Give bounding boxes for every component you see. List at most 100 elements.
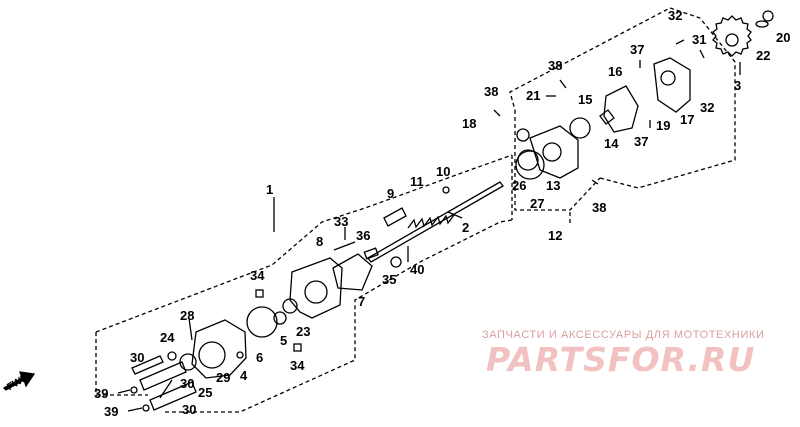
spring-11 xyxy=(407,214,455,229)
callout-7: 7 xyxy=(358,294,365,309)
callout-39a: 39 xyxy=(94,386,108,401)
plate-30b xyxy=(149,381,197,411)
o-ring-25 xyxy=(179,353,197,371)
housing-17-bore xyxy=(660,70,676,86)
callout-21: 21 xyxy=(526,88,540,103)
plate-30c xyxy=(131,355,164,375)
callout-5: 5 xyxy=(280,333,287,348)
callout-34b: 34 xyxy=(290,358,305,373)
callout-24: 24 xyxy=(160,330,175,345)
o-ring-26 xyxy=(517,149,539,171)
callout-13: 13 xyxy=(546,178,560,193)
callout-37a: 37 xyxy=(630,42,644,57)
watermark-logo: PARTSFOR.RU xyxy=(486,340,756,379)
callout-38a: 38 xyxy=(548,58,562,73)
callout-30a: 30 xyxy=(130,350,144,365)
callout-35: 35 xyxy=(382,272,396,287)
callout-29: 29 xyxy=(216,370,230,385)
fwd-label: FWD xyxy=(5,372,30,393)
callout-18: 18 xyxy=(462,116,476,131)
callout-22: 22 xyxy=(756,48,770,63)
callout-14: 14 xyxy=(604,136,619,151)
rod-33 xyxy=(333,241,356,251)
callouts: 1 2 3 4 5 6 7 8 9 10 11 12 13 14 15 16 1… xyxy=(5,8,790,419)
callout-9: 9 xyxy=(387,186,394,201)
callout-11: 11 xyxy=(410,174,424,189)
callout-17: 17 xyxy=(680,112,694,127)
pin-31 xyxy=(699,49,705,59)
callout-34a: 34 xyxy=(250,268,265,283)
callout-30c: 30 xyxy=(182,402,196,417)
seal-18 xyxy=(516,128,530,142)
callout-8: 8 xyxy=(316,234,323,249)
callout-27: 27 xyxy=(530,196,544,211)
o-ring-27 xyxy=(515,150,545,180)
leader-28 xyxy=(188,317,193,341)
pin-38a xyxy=(493,109,501,117)
pin-38b xyxy=(559,79,567,89)
piston-9 xyxy=(383,207,407,227)
screw-39b xyxy=(142,404,150,412)
dowel-24 xyxy=(167,351,177,361)
group-12-outline xyxy=(509,7,736,211)
callout-32a: 32 xyxy=(668,8,682,23)
callout-12: 12 xyxy=(548,228,562,243)
callout-6: 6 xyxy=(256,350,263,365)
sprocket-3-hub xyxy=(725,33,739,47)
callout-15: 15 xyxy=(578,92,592,107)
callout-1: 1 xyxy=(266,182,273,197)
inner-rotor-5 xyxy=(273,311,287,325)
washer-34b xyxy=(293,343,302,352)
rotor-14 xyxy=(599,109,615,125)
callout-3: 3 xyxy=(734,78,741,93)
callout-40: 40 xyxy=(410,262,424,277)
callout-2: 2 xyxy=(462,220,469,235)
housing-17 xyxy=(653,57,691,113)
cover-16 xyxy=(603,85,639,133)
pin-36 xyxy=(363,247,379,260)
callout-32b: 32 xyxy=(700,100,714,115)
screw-39a xyxy=(130,386,138,394)
inner-rotor-23 xyxy=(282,298,298,314)
rotor-15 xyxy=(569,117,591,139)
plate-30a xyxy=(139,361,187,391)
callout-30b: 30 xyxy=(180,376,194,391)
callout-36: 36 xyxy=(356,228,370,243)
callout-25: 25 xyxy=(198,385,212,400)
callout-33: 33 xyxy=(334,214,348,229)
pump-body-13 xyxy=(529,125,579,179)
pin-32 xyxy=(675,39,685,45)
callout-38c: 38 xyxy=(592,200,606,215)
callout-20: 20 xyxy=(776,30,790,45)
shaft-2 xyxy=(367,181,504,263)
dowel-4 xyxy=(236,351,244,359)
pump-body-8 xyxy=(289,257,343,319)
o-ring-29 xyxy=(198,341,226,369)
pin-38c xyxy=(591,179,599,185)
ball-10 xyxy=(442,186,450,194)
callout-10: 10 xyxy=(436,164,450,179)
fwd-arrow xyxy=(2,371,36,391)
leader-39b xyxy=(127,407,143,412)
callout-31: 31 xyxy=(692,32,706,47)
outer-rotor-6 xyxy=(246,306,278,338)
callout-38b: 38 xyxy=(484,84,498,99)
watermark-tagline: ЗАПЧАСТИ И АКСЕССУАРЫ ДЛЯ МОТОТЕХНИКИ xyxy=(482,329,765,341)
pump-body-13-bore xyxy=(542,142,562,162)
group-1-outline xyxy=(95,154,513,413)
washer-34a xyxy=(255,289,264,298)
leader-2 xyxy=(447,211,463,219)
callout-16: 16 xyxy=(608,64,622,79)
callout-4: 4 xyxy=(240,368,248,383)
leader-39a xyxy=(117,389,131,394)
callout-23: 23 xyxy=(296,324,310,339)
sprocket-3 xyxy=(712,15,752,57)
callout-26: 26 xyxy=(512,178,526,193)
bolt-20 xyxy=(762,10,774,22)
callout-19: 19 xyxy=(656,118,670,133)
callout-37b: 37 xyxy=(634,134,648,149)
callout-39b: 39 xyxy=(104,404,118,419)
gasket-7 xyxy=(332,253,373,291)
